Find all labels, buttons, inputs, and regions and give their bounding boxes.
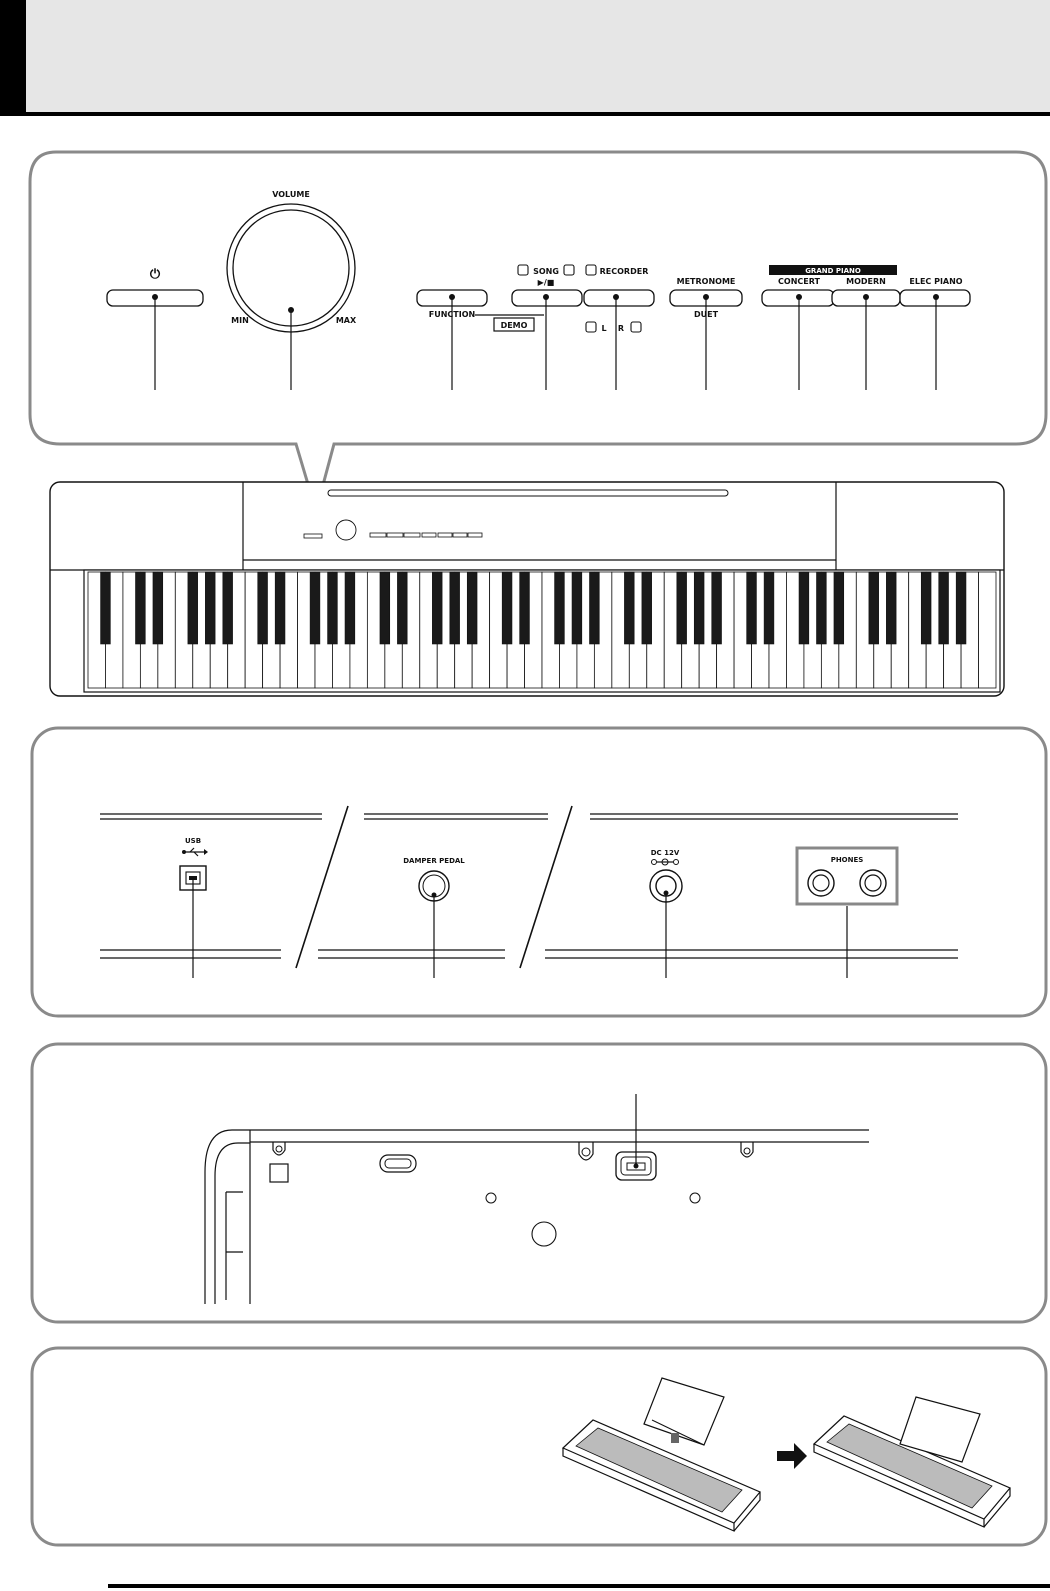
black-key bbox=[746, 571, 757, 645]
black-key bbox=[554, 571, 565, 645]
song-play-stop-button[interactable]: SONG ▶/■ bbox=[511, 264, 583, 390]
black-key bbox=[868, 571, 879, 645]
black-key bbox=[309, 571, 321, 645]
modern-button[interactable]: MODERN bbox=[831, 277, 901, 390]
volume-label: VOLUME bbox=[272, 190, 310, 199]
power-button[interactable]: ⏻ bbox=[106, 267, 204, 390]
demo-label-box: DEMO bbox=[493, 317, 535, 332]
dc-polarity-icon bbox=[651, 858, 679, 866]
piano-with-stand-after bbox=[812, 1396, 1011, 1528]
volume-knob[interactable]: VOLUME MIN MAX bbox=[226, 190, 357, 390]
black-key bbox=[693, 571, 705, 645]
concert-label: CONCERT bbox=[778, 277, 821, 286]
header-tab bbox=[0, 0, 26, 116]
black-key bbox=[397, 571, 408, 645]
black-key bbox=[798, 571, 810, 645]
black-key bbox=[571, 571, 583, 645]
elec-piano-button[interactable]: ELEC PIANO bbox=[899, 277, 971, 390]
black-key bbox=[100, 571, 111, 645]
black-key bbox=[833, 571, 845, 645]
bottom-view-panel bbox=[30, 1042, 1048, 1324]
damper-pedal-jack[interactable]: DAMPER PEDAL bbox=[403, 857, 465, 978]
volume-min-label: MIN bbox=[231, 316, 249, 325]
usb-label: USB bbox=[185, 837, 201, 845]
usb-port[interactable]: USB bbox=[179, 837, 208, 978]
black-key bbox=[344, 571, 356, 645]
piano-body bbox=[49, 481, 1005, 697]
power-icon: ⏻ bbox=[150, 267, 161, 282]
black-keys bbox=[100, 571, 967, 645]
page-header bbox=[0, 0, 1050, 116]
dc-label: DC 12V bbox=[651, 849, 680, 857]
grand-piano-label: GRAND PIANO bbox=[805, 267, 861, 275]
black-key bbox=[676, 571, 687, 645]
divider-slash-2 bbox=[519, 805, 573, 969]
footer-rule bbox=[108, 1584, 1050, 1588]
demo-label: DEMO bbox=[501, 321, 528, 330]
black-key bbox=[624, 571, 635, 645]
black-key bbox=[379, 571, 391, 645]
control-panel-callout bbox=[28, 150, 1048, 517]
black-key bbox=[886, 571, 897, 645]
function-button[interactable]: FUNCTION bbox=[416, 289, 544, 390]
black-key bbox=[257, 571, 268, 645]
black-key bbox=[816, 571, 827, 645]
recorder-led bbox=[585, 264, 597, 276]
volume-max-label: MAX bbox=[336, 316, 357, 325]
song-led-left bbox=[517, 264, 529, 276]
play-stop-label: ▶/■ bbox=[538, 278, 555, 287]
black-key bbox=[187, 571, 198, 645]
black-key bbox=[135, 571, 146, 645]
modern-label: MODERN bbox=[846, 277, 886, 286]
black-key bbox=[589, 571, 600, 645]
divider-slash-1 bbox=[295, 805, 349, 969]
black-key bbox=[327, 571, 338, 645]
black-key bbox=[205, 571, 216, 645]
l-label: L bbox=[601, 324, 606, 333]
black-key bbox=[222, 571, 233, 645]
black-key bbox=[501, 571, 513, 645]
black-key bbox=[955, 571, 967, 645]
black-key bbox=[938, 571, 949, 645]
recorder-label: RECORDER bbox=[600, 267, 649, 276]
recorder-button[interactable]: RECORDER L R bbox=[583, 264, 655, 390]
white-key bbox=[978, 571, 997, 689]
l-led bbox=[585, 321, 597, 333]
black-key bbox=[274, 571, 286, 645]
black-key bbox=[519, 571, 530, 645]
piano-with-stand-before bbox=[561, 1377, 761, 1532]
black-key bbox=[763, 571, 775, 645]
mini-control-panel bbox=[303, 519, 483, 541]
song-label: SONG bbox=[533, 267, 559, 276]
metronome-label: METRONOME bbox=[677, 277, 736, 286]
header-band bbox=[26, 0, 1050, 112]
grand-piano-banner: GRAND PIANO bbox=[769, 265, 897, 275]
phones-label: PHONES bbox=[831, 856, 864, 864]
song-led-right bbox=[563, 264, 575, 276]
jacks-panel bbox=[30, 726, 1048, 1018]
black-key bbox=[152, 571, 164, 645]
r-label: R bbox=[618, 324, 624, 333]
header-rule bbox=[0, 112, 1050, 116]
usb-icon bbox=[182, 847, 208, 857]
elec-piano-label: ELEC PIANO bbox=[909, 277, 962, 286]
concert-button[interactable]: CONCERT bbox=[761, 277, 835, 390]
black-key bbox=[920, 571, 932, 645]
arrow-right-icon bbox=[777, 1443, 807, 1469]
black-key bbox=[711, 571, 722, 645]
r-led bbox=[630, 321, 642, 333]
phones-jacks[interactable]: PHONES bbox=[795, 846, 899, 978]
dc-12v-jack[interactable]: DC 12V bbox=[649, 849, 683, 978]
black-key bbox=[641, 571, 652, 645]
black-key bbox=[466, 571, 478, 645]
damper-pedal-label: DAMPER PEDAL bbox=[403, 857, 465, 865]
metronome-button[interactable]: METRONOME DUET bbox=[669, 277, 743, 390]
black-key bbox=[432, 571, 443, 645]
music-stand-panel bbox=[30, 1346, 1048, 1547]
black-key bbox=[449, 571, 460, 645]
pedal-unit-connector[interactable] bbox=[615, 1094, 657, 1181]
